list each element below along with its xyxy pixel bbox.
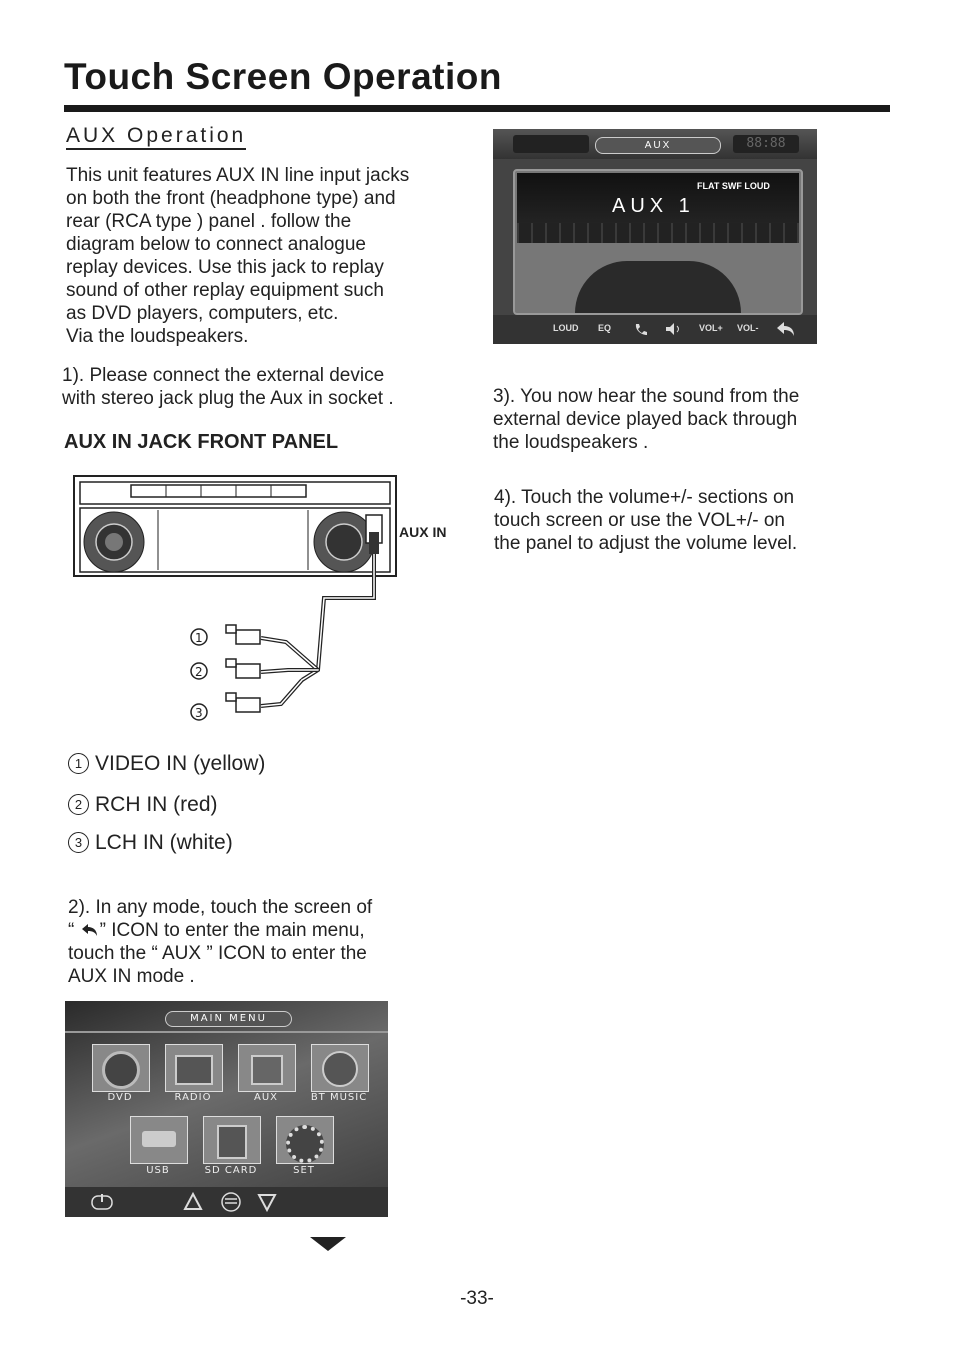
intro-line: diagram below to connect analogue — [66, 234, 366, 255]
loud-button[interactable]: LOUD — [553, 323, 579, 333]
step3-line: external device played back through — [493, 409, 798, 430]
step1-paragraph: 1). Please connect the external device w… — [62, 364, 394, 410]
legend-text: LCH IN (white) — [95, 831, 233, 854]
usb-label: USB — [146, 1165, 170, 1176]
step4-line: 4). Touch the volume+/- sections on — [494, 487, 795, 508]
set-tile[interactable] — [276, 1116, 334, 1164]
step3-line: the loudspeakers . — [493, 432, 649, 453]
set-label: SET — [293, 1165, 315, 1176]
dvd-tile[interactable] — [92, 1044, 150, 1092]
main-menu-title: MAIN MENU — [165, 1011, 292, 1027]
quote-open: “ — [68, 920, 75, 941]
aux-visualizer: FLAT SWF LOUD AUX 1 — [517, 173, 799, 243]
mute-icon[interactable] — [665, 322, 683, 336]
main-menu-bottom-bar — [65, 1187, 388, 1217]
step2-paragraph: 2). In any mode, touch the screen of “ ”… — [68, 896, 372, 988]
menu-icon[interactable] — [221, 1191, 241, 1213]
aux-eq-text: FLAT SWF LOUD — [697, 181, 770, 191]
step2-line: AUX IN mode . — [68, 966, 195, 987]
page-title: Touch Screen Operation — [64, 56, 502, 97]
power-icon[interactable] — [91, 1193, 113, 1211]
vol-down-button[interactable]: VOL- — [737, 323, 759, 333]
sd-card-label: SD CARD — [204, 1165, 258, 1176]
aux-display-arch — [575, 261, 741, 313]
intro-line: on both the front (headphone type) and — [66, 188, 396, 209]
aux-clock: 88:88 — [733, 135, 799, 153]
front-panel-diagram: 1 2 3 — [73, 475, 397, 721]
intro-line: sound of other replay equipment such — [66, 280, 384, 301]
down-icon[interactable] — [257, 1192, 277, 1212]
section-title: AUX Operation — [66, 124, 247, 150]
step1-line: with stereo jack plug the Aux in socket … — [62, 388, 394, 409]
intro-line: Via the loudspeakers. — [66, 326, 249, 347]
usb-icon — [142, 1131, 176, 1147]
aux-icon — [251, 1055, 283, 1085]
back-icon[interactable] — [775, 320, 797, 338]
aux-in-label: AUX IN — [399, 524, 447, 540]
legend-text: VIDEO IN (yellow) — [95, 752, 266, 775]
dvd-label: DVD — [107, 1092, 133, 1103]
legend-number: 1 — [68, 753, 89, 774]
step3-paragraph: 3). You now hear the sound from the exte… — [493, 385, 799, 454]
step2-line2-text: ” ICON to enter the main menu, — [99, 920, 365, 941]
legend-item-2: 2 RCH IN (red) — [68, 793, 218, 817]
step2-line: “ ” ICON to enter the main menu, — [68, 919, 372, 942]
step4-paragraph: 4). Touch the volume+/- sections on touc… — [494, 486, 797, 555]
legend-item-3: 3 LCH IN (white) — [68, 831, 233, 855]
intro-line: replay devices. Use this jack to replay — [66, 257, 384, 278]
intro-line: This unit features AUX IN line input jac… — [66, 165, 410, 186]
aux-label: AUX — [253, 1092, 278, 1103]
aux-top-left-slot — [513, 135, 589, 153]
page-number: -33- — [460, 1288, 494, 1309]
step2-line: 2). In any mode, touch the screen of — [68, 897, 373, 918]
eq-button[interactable]: EQ — [598, 323, 612, 333]
intro-paragraph: This unit features AUX IN line input jac… — [66, 164, 409, 348]
aux-source-text: AUX 1 — [612, 195, 695, 217]
bt-music-label: BT MUSIC — [310, 1092, 368, 1103]
sd-card-tile[interactable] — [203, 1116, 261, 1164]
bt-music-tile[interactable] — [311, 1044, 369, 1092]
radio-label: RADIO — [174, 1092, 212, 1103]
legend-text: RCH IN (red) — [95, 793, 218, 816]
main-menu-screen: MAIN MENU DVD RADIO AUX BT MUSIC USB SD … — [65, 1001, 388, 1217]
up-icon[interactable] — [183, 1192, 203, 1212]
step4-line: touch screen or use the VOL+/- on — [494, 510, 785, 531]
legend-number: 2 — [68, 794, 89, 815]
title-rule — [64, 105, 890, 112]
gear-icon — [286, 1125, 324, 1163]
aux-bottom-bar: LOUD EQ VOL+ VOL- — [493, 315, 817, 344]
legend-number: 3 — [68, 832, 89, 853]
aux-tile[interactable] — [238, 1044, 296, 1092]
radio-tile[interactable] — [165, 1044, 223, 1092]
usb-tile[interactable] — [130, 1116, 188, 1164]
svg-text:2: 2 — [195, 665, 203, 679]
step3-line: 3). You now hear the sound from the — [493, 386, 800, 407]
bluetooth-icon — [322, 1051, 358, 1087]
sd-card-icon — [217, 1125, 247, 1159]
dvd-icon — [102, 1051, 140, 1089]
aux-display: FLAT SWF LOUD AUX 1 — [513, 169, 803, 315]
aux-mode-label: AUX — [595, 137, 721, 154]
aux-screen: AUX 88:88 FLAT SWF LOUD AUX 1 LOUD EQ VO… — [493, 129, 817, 344]
vol-up-button[interactable]: VOL+ — [699, 323, 723, 333]
step4-line: the panel to adjust the volume level. — [494, 533, 798, 554]
arrow-down-icon — [310, 1237, 346, 1251]
step2-line: touch the “ AUX ” ICON to enter the — [68, 943, 367, 964]
aux-top-bar: AUX 88:88 — [493, 129, 817, 159]
radio-icon — [175, 1055, 213, 1085]
front-panel-heading: AUX IN JACK FRONT PANEL — [64, 431, 339, 453]
step1-line: 1). Please connect the external device — [62, 365, 385, 386]
phone-icon[interactable] — [633, 322, 647, 336]
svg-text:3: 3 — [195, 706, 203, 720]
legend-item-1: 1 VIDEO IN (yellow) — [68, 752, 265, 776]
intro-line: rear (RCA type ) panel . follow the — [66, 211, 352, 232]
intro-line: as DVD players, computers, etc. — [66, 303, 339, 324]
svg-text:1: 1 — [195, 631, 203, 645]
back-icon — [81, 924, 97, 936]
